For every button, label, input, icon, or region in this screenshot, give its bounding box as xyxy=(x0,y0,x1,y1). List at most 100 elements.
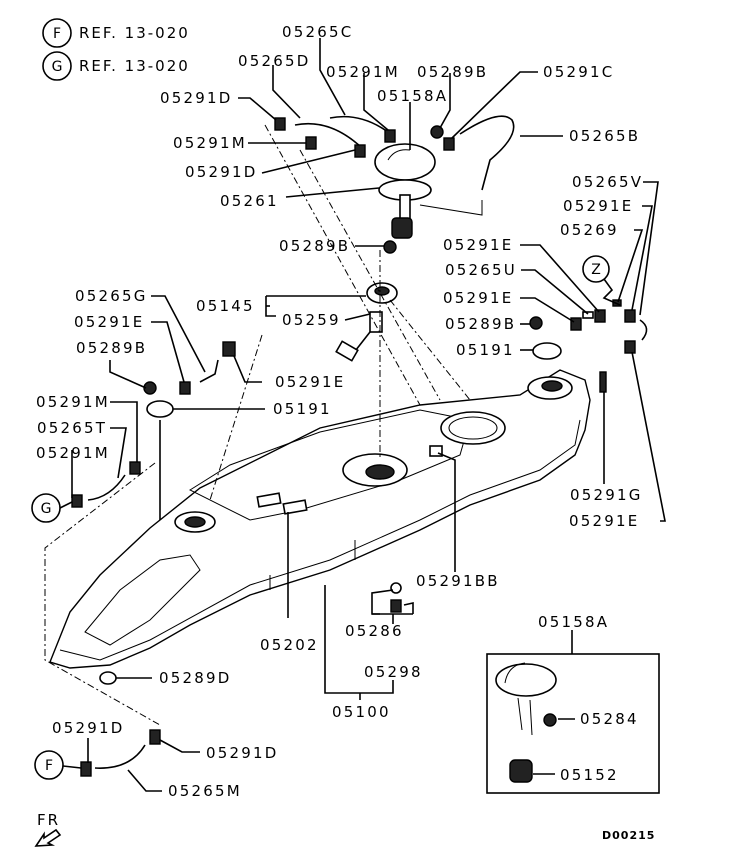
clamp-05291d-b[interactable] xyxy=(354,144,366,158)
inset-pump-flange xyxy=(495,663,557,697)
tank-lower-rim xyxy=(59,419,581,661)
hose-05265g[interactable] xyxy=(199,359,219,383)
hose-05265c[interactable] xyxy=(329,115,389,133)
clip-05291g[interactable] xyxy=(599,371,607,393)
label-05291m-l1[interactable]: 05291M xyxy=(36,393,110,411)
hose-05265b[interactable] xyxy=(459,115,515,191)
nut-05289b-top[interactable] xyxy=(430,125,444,139)
inset-box xyxy=(486,653,660,794)
inset-strainer-05152 xyxy=(509,759,533,783)
label-05265t[interactable]: 05265T xyxy=(37,419,107,437)
leader-lines xyxy=(71,38,666,792)
label-05265m[interactable]: 05265M xyxy=(168,782,242,800)
label-05291d-d[interactable]: 05291D xyxy=(206,744,278,762)
connector-circle-z xyxy=(582,255,610,283)
label-05291d-b[interactable]: 05291D xyxy=(185,163,257,181)
nut-05289b-left[interactable] xyxy=(143,381,157,395)
label-05291bb[interactable]: 05291BB xyxy=(416,572,500,590)
clamp-05291c[interactable] xyxy=(443,137,455,151)
fuel-sender-unit[interactable] xyxy=(335,282,398,362)
label-05152[interactable]: 05152 xyxy=(560,766,619,784)
label-05286[interactable]: 05286 xyxy=(345,622,404,640)
inset-pump-assembly[interactable] xyxy=(486,630,660,794)
label-05289d[interactable]: 05289D xyxy=(159,669,231,687)
reference-f: F REF. 13-020 xyxy=(42,18,190,48)
hose-05265v[interactable] xyxy=(639,319,648,341)
clamp-05291d-d[interactable] xyxy=(149,729,161,745)
label-05261[interactable]: 05261 xyxy=(220,192,279,210)
tank-heat-shield-pad xyxy=(282,499,308,515)
label-05265v[interactable]: 05265V xyxy=(572,173,643,191)
bolt-05298[interactable] xyxy=(390,599,402,613)
label-05100[interactable]: 05100 xyxy=(332,703,391,721)
label-05284[interactable]: 05284 xyxy=(580,710,639,728)
label-05291d-a[interactable]: 05291D xyxy=(160,89,232,107)
washer-05286[interactable] xyxy=(390,582,402,594)
hose-05265d[interactable] xyxy=(294,122,363,149)
label-05145[interactable]: 05145 xyxy=(196,297,255,315)
label-05291m-a[interactable]: 05291M xyxy=(173,134,247,152)
clamp-05291d-top[interactable] xyxy=(274,117,286,131)
clamp-05291e-r3[interactable] xyxy=(570,317,582,331)
label-05291e-r3[interactable]: 05291E xyxy=(443,289,513,307)
hose-05265t[interactable] xyxy=(87,474,126,501)
label-05191-right[interactable]: 05191 xyxy=(456,341,515,359)
label-05265d[interactable]: 05265D xyxy=(238,52,310,70)
label-05202[interactable]: 05202 xyxy=(260,636,319,654)
plug-05289d[interactable] xyxy=(99,671,117,685)
label-05291e-r2[interactable]: 05291E xyxy=(443,236,513,254)
label-05291c[interactable]: 05291C xyxy=(543,63,614,81)
label-05291m-l2[interactable]: 05291M xyxy=(36,444,110,462)
clamp-05291d-c[interactable] xyxy=(80,761,92,777)
label-05289b-top[interactable]: 05289B xyxy=(417,63,488,81)
clamp-05291m-l1[interactable] xyxy=(129,461,141,475)
clamp-05291m-l2[interactable] xyxy=(71,494,83,508)
label-05291g[interactable]: 05291G xyxy=(570,486,643,504)
assembly-line xyxy=(264,124,421,406)
tank-vent-opening xyxy=(541,380,563,392)
cap-05191-right[interactable] xyxy=(532,342,562,360)
label-05291e-l1[interactable]: 05291E xyxy=(74,313,144,331)
label-05265c[interactable]: 05265C xyxy=(282,23,353,41)
clamp-05291e-r1[interactable] xyxy=(624,309,636,323)
label-05158a-top[interactable]: 05158A xyxy=(377,87,448,105)
fuel-pump-module[interactable] xyxy=(374,143,436,239)
clamp-05291m-pump[interactable] xyxy=(384,129,396,143)
assembly-line xyxy=(389,299,471,401)
ref-text-g: REF. 13-020 xyxy=(79,57,190,75)
ref-text-f: REF. 13-020 xyxy=(79,24,190,42)
tank-pump-opening xyxy=(448,416,498,440)
label-05289b-right[interactable]: 05289B xyxy=(445,315,516,333)
label-05269[interactable]: 05269 xyxy=(560,221,619,239)
clamp-05291e-r4[interactable] xyxy=(624,340,636,354)
label-05289b-left[interactable]: 05289B xyxy=(76,339,147,357)
label-05259[interactable]: 05259 xyxy=(282,311,341,329)
fuel-tank[interactable] xyxy=(49,369,591,669)
label-05265u[interactable]: 05265U xyxy=(445,261,517,279)
label-05291e-l2[interactable]: 05291E xyxy=(275,373,345,391)
label-05289b-mid[interactable]: 05289B xyxy=(279,237,350,255)
label-05158a-box[interactable]: 05158A xyxy=(538,613,609,631)
label-05265b[interactable]: 05265B xyxy=(569,127,640,145)
label-05298[interactable]: 05298 xyxy=(364,663,423,681)
hose-05265u[interactable] xyxy=(582,311,594,319)
clamp-05291e-r2[interactable] xyxy=(594,309,606,323)
cap-05191-left[interactable] xyxy=(146,400,174,418)
label-05291d-c[interactable]: 05291D xyxy=(52,719,124,737)
tank-filler-opening-left xyxy=(184,516,206,528)
clamp-05291m-top[interactable] xyxy=(305,136,317,150)
connector-letter-f: F xyxy=(45,758,53,774)
label-05265g[interactable]: 05265G xyxy=(75,287,148,305)
front-arrow-icon xyxy=(34,828,62,847)
assembly-line xyxy=(299,149,441,401)
label-05291e-r4[interactable]: 05291E xyxy=(569,512,639,530)
assembly-line xyxy=(44,462,161,726)
label-05191-left[interactable]: 05191 xyxy=(273,400,332,418)
nut-05289b-mid[interactable] xyxy=(383,240,397,254)
nut-05289b-right[interactable] xyxy=(529,316,543,330)
hose-05265m[interactable] xyxy=(94,744,146,769)
clamp-05291e-l1[interactable] xyxy=(179,381,191,395)
clamp-05291e-l2[interactable] xyxy=(222,341,236,357)
label-05291m-top[interactable]: 05291M xyxy=(326,63,400,81)
label-05291e-r1[interactable]: 05291E xyxy=(563,197,633,215)
